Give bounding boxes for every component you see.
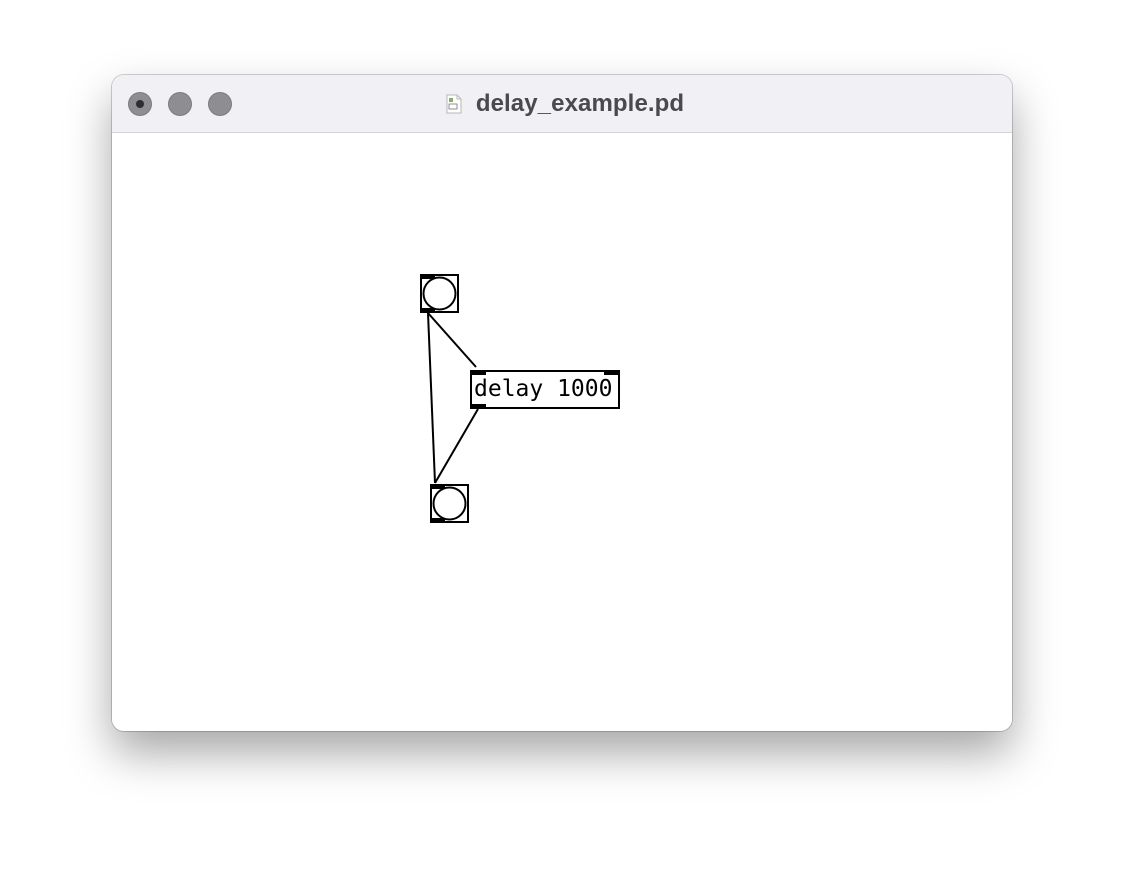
bang-bottom-inlet bbox=[431, 485, 445, 489]
bang-object-bottom[interactable] bbox=[430, 484, 469, 523]
window-title-group: delay_example.pd bbox=[112, 75, 1012, 132]
bang-top-inlet bbox=[421, 275, 435, 279]
delay-left-inlet bbox=[471, 371, 486, 375]
connection-bang-to-bang[interactable] bbox=[427, 312, 436, 484]
bang-object-top[interactable] bbox=[420, 274, 459, 313]
delay-outlet bbox=[471, 404, 486, 408]
window-title: delay_example.pd bbox=[475, 89, 685, 117]
zoom-button[interactable] bbox=[208, 92, 232, 116]
connection-bang-to-delay[interactable] bbox=[427, 312, 477, 368]
minimize-button[interactable] bbox=[168, 92, 192, 116]
patch-drawing bbox=[420, 274, 620, 523]
connection-delay-to-bang[interactable] bbox=[434, 408, 479, 484]
close-button[interactable] bbox=[128, 92, 152, 116]
pd-document-icon bbox=[446, 94, 462, 113]
bang-top-outlet bbox=[421, 308, 435, 312]
bang-bottom-outlet bbox=[431, 518, 445, 522]
patch-canvas[interactable]: delay 1000 bbox=[112, 133, 1012, 731]
title-bar[interactable]: delay_example.pd bbox=[112, 75, 1012, 133]
delay-object-label: delay 1000 bbox=[474, 376, 613, 402]
pd-patch-window: delay_example.pd bbox=[112, 75, 1012, 731]
delay-right-inlet bbox=[604, 371, 619, 375]
delay-object[interactable] bbox=[470, 370, 620, 409]
